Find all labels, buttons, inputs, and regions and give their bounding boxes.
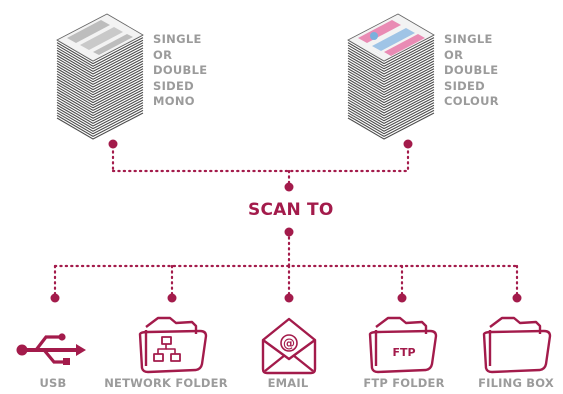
ftp-folder-connector-dot <box>397 293 407 303</box>
mono-label-line: SINGLE <box>153 32 202 46</box>
mono-label-line: SIDED <box>153 78 195 93</box>
mono-source-label: SINGLE OR DOUBLE SIDED MONO <box>153 32 207 110</box>
filing-box-connector-dot <box>512 293 522 303</box>
connector-dots <box>50 139 522 303</box>
colour-label-line: DOUBLE <box>444 63 499 77</box>
connector-lines <box>53 144 519 299</box>
usb-icon <box>16 333 86 365</box>
folder-icon <box>482 316 552 374</box>
colour-connector-dot <box>403 139 413 149</box>
colour-label-line: SIDED <box>444 78 486 93</box>
network-folder-connector-dot <box>167 293 177 303</box>
email-connector-dot <box>284 293 294 303</box>
email-at-text: @ <box>283 337 295 351</box>
network-folder-icon <box>138 316 208 374</box>
usb-connector-dot <box>50 293 60 303</box>
mono-label-line: MONO <box>153 94 195 108</box>
colour-label-line: SINGLE <box>444 32 493 46</box>
ftp-text: FTP <box>392 346 415 359</box>
usb-label: USB <box>39 376 67 390</box>
junction-dot-top <box>284 182 294 192</box>
colour-source-label: SINGLE OR DOUBLE SIDED COLOUR <box>444 32 499 110</box>
email-envelope-icon: @ <box>261 317 317 375</box>
colour-label-line: COLOUR <box>444 94 499 108</box>
ftp-folder-icon: FTP <box>368 316 438 374</box>
filing-box-label: FILING BOX <box>478 376 554 390</box>
mono-label-line: OR <box>153 47 173 62</box>
colour-label-line: OR <box>444 47 464 62</box>
mono-document-stack-icon <box>56 13 144 140</box>
email-label: EMAIL <box>267 376 309 390</box>
scan-to-label: SCAN TO <box>248 200 334 220</box>
mono-connector-dot <box>108 139 118 149</box>
network-folder-label: NETWORK FOLDER <box>104 376 228 390</box>
colour-document-stack-icon <box>347 13 435 140</box>
ftp-folder-label: FTP FOLDER <box>363 376 445 390</box>
mono-label-line: DOUBLE <box>153 63 208 77</box>
junction-dot-bottom <box>284 227 294 237</box>
